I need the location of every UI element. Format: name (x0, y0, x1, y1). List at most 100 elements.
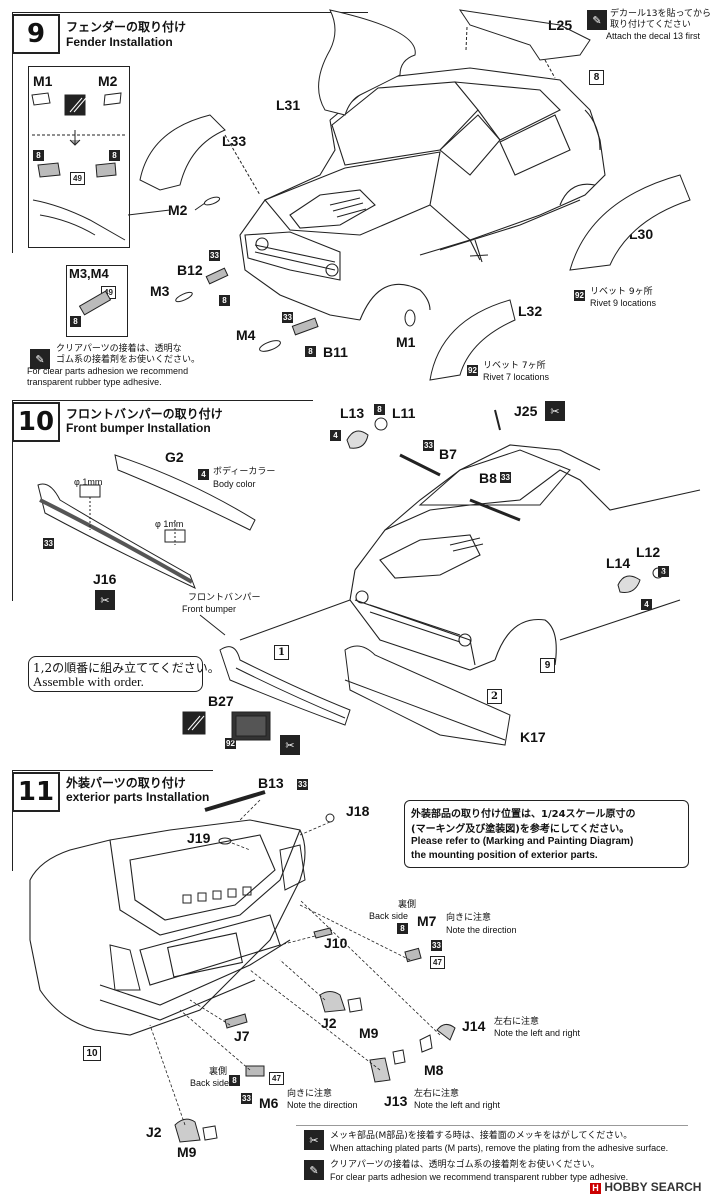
remove-plating-icon: ✂ (95, 590, 115, 610)
decal-icon: ✎ (587, 10, 607, 30)
watermark: H HOBBY SEARCH (590, 1180, 701, 1194)
lr-jp: 左右に注意 (414, 1089, 460, 1099)
label-B11: B11 (323, 344, 348, 360)
code-8: 8 (397, 923, 408, 934)
L33-fender (139, 114, 226, 191)
L32-fender (429, 299, 516, 381)
label-J25: J25 (514, 403, 538, 419)
step10-number: 10 (12, 402, 60, 442)
clear-note-jp2: ゴム系の接着剤をお使いください。 (56, 355, 201, 365)
back-side-jp: 裏側 (398, 900, 417, 910)
step9-border (12, 12, 368, 253)
label-L33: L33 (222, 133, 247, 149)
label-M2: M2 (168, 202, 188, 218)
label-J13: J13 (384, 1093, 408, 1109)
label-J14: J14 (462, 1018, 486, 1034)
notice-en1: Please refer to (Marking and Painting Di… (411, 836, 634, 847)
notice-jp1: 外装部品の取り付け位置は、1/24スケール原寸の (411, 809, 636, 820)
step10-border (12, 400, 313, 601)
body-color-jp: ボディーカラー (213, 467, 276, 477)
step11-title-jp: 外装パーツの取り付け (66, 776, 186, 790)
assemble-order-box (28, 656, 203, 692)
notice-en2: the mounting position of exterior parts. (411, 850, 598, 861)
label-B7: B7 (439, 446, 457, 462)
label-J18: J18 (346, 803, 370, 819)
label-L32: L32 (518, 303, 543, 319)
decal-note-en: Attach the decal 13 first (606, 31, 701, 41)
watermark-text: HOBBY SEARCH (604, 1180, 702, 1194)
assemble-order-jp: 1,2の順番に組み立ててください。 (33, 661, 220, 675)
direction-jp: 向きに注意 (446, 913, 492, 923)
label-J2: J2 (321, 1015, 337, 1031)
label-J19: J19 (187, 830, 211, 846)
step10-title-en: Front bumper Installation (66, 421, 211, 435)
phi-1mm: φ 1mm (74, 477, 103, 487)
assemble-order-en: Assemble with order. (33, 674, 144, 689)
decal-note-jp2: 取り付けてください (610, 20, 691, 30)
lr-en: Note the left and right (414, 1100, 501, 1110)
label-L13: L13 (340, 405, 365, 421)
label-L11: L11 (392, 405, 416, 421)
code-92: 92 (574, 290, 585, 301)
rivet9-en: Rivet 9 locations (590, 298, 657, 308)
step11-title-en: exterior parts Installation (66, 790, 210, 804)
ref-step9: 9 (540, 658, 555, 673)
label-J7: J7 (234, 1028, 250, 1044)
label-M3M4-inset: M3,M4 (69, 266, 109, 281)
clear-note-jp1: クリアパーツの接着は、透明な (56, 344, 182, 354)
label-M4: M4 (236, 327, 256, 343)
label-J16: J16 (93, 571, 117, 587)
label-K17: K17 (520, 729, 546, 745)
clear-note-en1: For clear parts adhesion we recommend (27, 366, 189, 376)
remove-plating-icon: ✂ (304, 1130, 324, 1150)
clear-note-en2: transparent rubber type adhesive. (27, 377, 162, 387)
code-47: 47 (430, 956, 445, 969)
code-47: 47 (269, 1072, 284, 1085)
label-M9: M9 (177, 1144, 197, 1160)
rivet7-en: Rivet 7 locations (483, 372, 550, 382)
glue-icon: ✎ (304, 1160, 324, 1180)
code-8: 8 (658, 566, 669, 577)
step11-border (12, 770, 213, 871)
step11-number: 11 (12, 772, 60, 812)
clear-footer-jp: クリアパーツの接着は、透明なゴム系の接着剤をお使いください。 (330, 1160, 600, 1170)
back-side-en: Back side (369, 911, 409, 921)
rivet9-jp: リベット 9ヶ所 (590, 287, 653, 297)
code-4: 4 (330, 430, 341, 441)
back-side-jp: 裏側 (209, 1067, 228, 1077)
back-side-en: Back side (190, 1078, 230, 1088)
label-J2: J2 (146, 1124, 162, 1140)
car-body-step11 (29, 819, 306, 1036)
ref-step8: 8 (589, 70, 604, 85)
ref-step10: 10 (83, 1046, 101, 1061)
body-color-en: Body color (213, 479, 256, 489)
label-J10: J10 (324, 935, 348, 951)
lr-jp: 左右に注意 (494, 1017, 540, 1027)
code-33: 33 (209, 250, 220, 261)
L30-fender (569, 174, 691, 271)
watermark-logo-icon: H (590, 1183, 601, 1194)
code-8: 8 (109, 150, 120, 161)
code-8: 8 (219, 295, 230, 306)
plating-note-en: When attaching plated parts (M parts), r… (330, 1143, 669, 1153)
step9-number: 9 (12, 14, 60, 54)
remove-plating-icon: ✂ (280, 735, 300, 755)
step10-title-jp: フロントバンパーの取り付け (66, 407, 223, 421)
L31-fender (318, 9, 416, 116)
code-8: 8 (305, 346, 316, 357)
label-G2: G2 (165, 449, 184, 465)
code-8: 8 (70, 316, 81, 327)
direction-en: Note the direction (287, 1100, 358, 1110)
label-B27: B27 (208, 693, 234, 709)
label-M7: M7 (417, 913, 437, 929)
code-8: 8 (229, 1075, 240, 1086)
car-body-step10 (349, 444, 701, 671)
label-B8: B8 (479, 470, 497, 486)
remove-plating-icon: ✂ (545, 401, 565, 421)
code-4: 4 (641, 599, 652, 610)
plating-note-jp: メッキ部品(M部品)を接着する時は、接着面のメッキをはがしてください。 (330, 1131, 633, 1141)
order-marker-1: 1 (274, 645, 289, 660)
step9-title-jp: フェンダーの取り付け (66, 20, 187, 34)
rivet7-jp: リベット 7ヶ所 (483, 361, 546, 371)
label-L12: L12 (636, 544, 661, 560)
